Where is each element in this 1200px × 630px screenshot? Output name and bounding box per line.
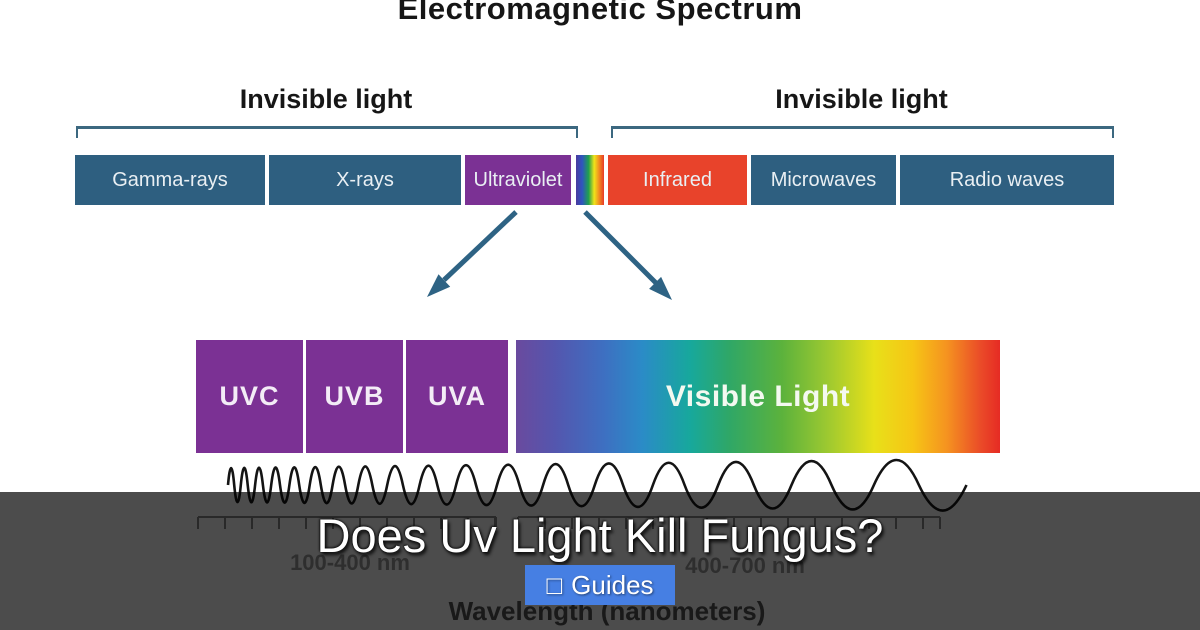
invisible-light-label-left: Invisible light: [239, 84, 413, 114]
diagram-title: Electromagnetic Spectrum: [397, 0, 803, 26]
band-uvb-label: UVB: [324, 381, 385, 411]
band-uvb: UVB: [306, 340, 403, 453]
band-radio-waves-label: Radio waves: [949, 168, 1065, 191]
band-uva: UVA: [406, 340, 508, 453]
uv-arrow-right-icon: [583, 210, 672, 300]
band-visible-light: Visible Light: [516, 340, 1000, 453]
band-uvc: UVC: [196, 340, 303, 453]
band-x-rays-label: X-rays: [336, 168, 394, 191]
band-gamma-rays-label: Gamma-rays: [112, 168, 228, 191]
band-gamma-rays: Gamma-rays: [75, 155, 265, 205]
left-bracket: [76, 126, 578, 138]
band-radio-waves: Radio waves: [900, 155, 1114, 205]
band-infrared: Infrared: [608, 155, 747, 205]
band-infrared-label: Infrared: [643, 168, 712, 191]
caption-overlay-band: [0, 492, 1200, 630]
band-uvc-label: UVC: [219, 381, 280, 411]
band-ultraviolet-label: Ultraviolet: [473, 168, 563, 191]
guides-badge-label: Guides: [571, 569, 654, 600]
placeholder-square-icon: □: [546, 570, 563, 600]
uv-arrow-left-icon: [427, 210, 518, 297]
band-uva-label: UVA: [427, 381, 486, 411]
band-visible-light-sliver: [576, 155, 604, 205]
caption-title: Does Uv Light Kill Fungus?: [316, 509, 884, 562]
band-microwaves-label: Microwaves: [770, 168, 877, 191]
right-bracket: [611, 126, 1114, 138]
band-ultraviolet: Ultraviolet: [465, 155, 571, 205]
band-x-rays: X-rays: [269, 155, 461, 205]
visible-light-label: Visible Light: [665, 379, 851, 413]
guides-badge[interactable]: □ Guides: [525, 565, 675, 605]
band-microwaves: Microwaves: [751, 155, 896, 205]
invisible-light-label-right: Invisible light: [775, 84, 948, 114]
